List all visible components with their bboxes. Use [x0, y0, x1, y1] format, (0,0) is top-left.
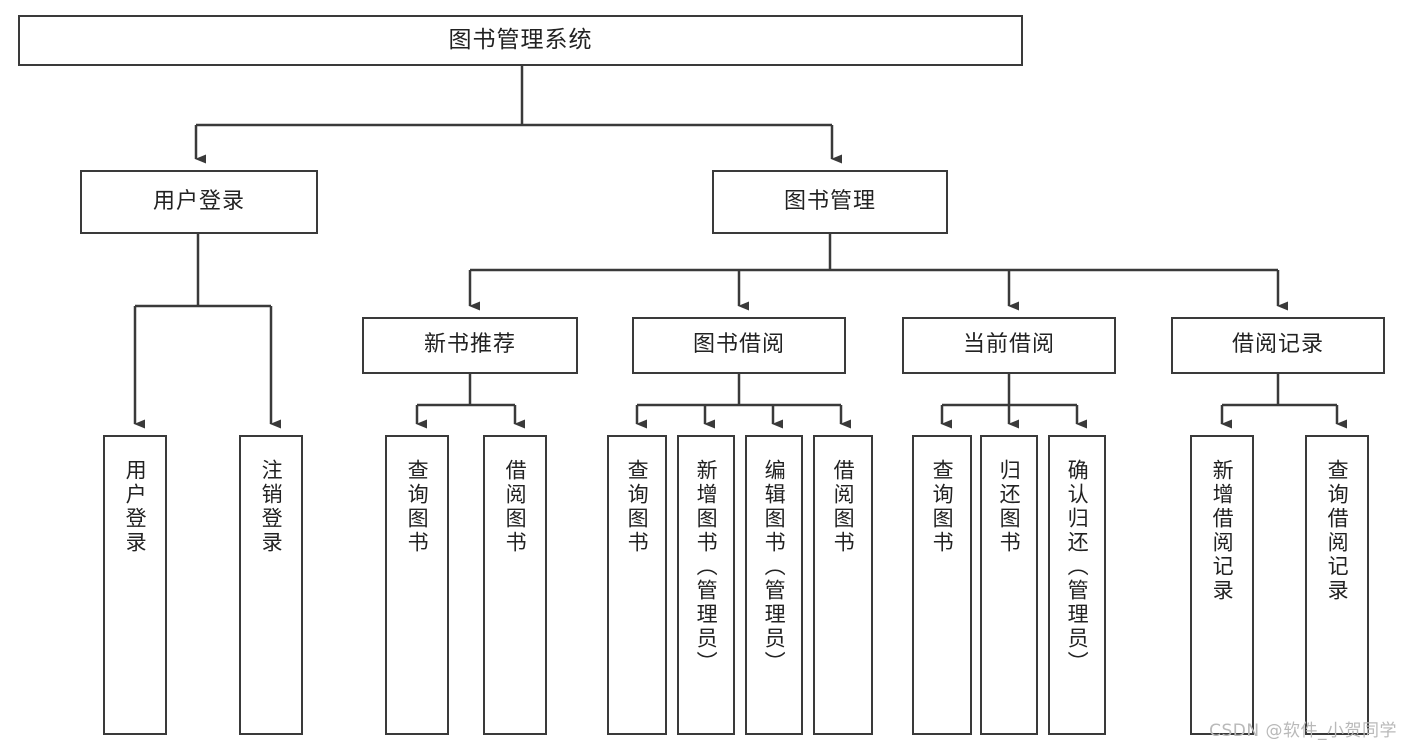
leaf-label: 查询图书: [930, 459, 955, 555]
node-book-management[interactable]: 图书管理: [712, 170, 948, 234]
leaf-label: 借阅图书: [831, 459, 856, 555]
leaf-label: 查询借阅记录: [1325, 459, 1350, 603]
leaf-logout[interactable]: 注销登录: [239, 435, 303, 735]
node-borrow-record[interactable]: 借阅记录: [1171, 317, 1385, 374]
leaf-query-book-borrow[interactable]: 查询图书: [607, 435, 667, 735]
leaf-add-book-admin[interactable]: 新增图书（管理员）: [677, 435, 735, 735]
node-root-book-management-system[interactable]: 图书管理系统: [18, 15, 1023, 66]
node-current-borrow[interactable]: 当前借阅: [902, 317, 1116, 374]
node-new-book-recommend[interactable]: 新书推荐: [362, 317, 578, 374]
leaf-edit-book-admin[interactable]: 编辑图书（管理员）: [745, 435, 803, 735]
leaf-label: 新增图书（管理员）: [694, 459, 719, 675]
leaf-user-login[interactable]: 用户登录: [103, 435, 167, 735]
node-label: 图书管理系统: [448, 26, 593, 53]
node-label: 图书管理: [783, 188, 876, 214]
leaf-query-book-recommend[interactable]: 查询图书: [385, 435, 449, 735]
node-label: 借阅记录: [1231, 332, 1324, 358]
leaf-label: 借阅图书: [503, 459, 528, 555]
leaf-borrow-book[interactable]: 借阅图书: [813, 435, 873, 735]
node-label: 新书推荐: [423, 332, 516, 358]
leaf-label: 确认归还（管理员）: [1065, 459, 1090, 675]
leaf-query-book-current[interactable]: 查询图书: [912, 435, 972, 735]
node-label: 图书借阅: [692, 332, 785, 358]
leaf-borrow-book-recommend[interactable]: 借阅图书: [483, 435, 547, 735]
leaf-return-book[interactable]: 归还图书: [980, 435, 1038, 735]
leaf-label: 注销登录: [259, 459, 284, 555]
node-label: 用户登录: [152, 188, 245, 214]
leaf-label: 用户登录: [123, 459, 148, 555]
csdn-watermark: CSDN @软件_小贺同学: [1209, 721, 1397, 741]
leaf-label: 归还图书: [997, 459, 1022, 555]
node-user-login[interactable]: 用户登录: [80, 170, 318, 234]
leaf-label: 新增借阅记录: [1210, 459, 1235, 603]
leaf-add-borrow-record[interactable]: 新增借阅记录: [1190, 435, 1254, 735]
leaf-query-borrow-record[interactable]: 查询借阅记录: [1305, 435, 1369, 735]
node-label: 当前借阅: [962, 332, 1055, 358]
leaf-label: 编辑图书（管理员）: [762, 459, 787, 675]
leaf-label: 查询图书: [625, 459, 650, 555]
leaf-confirm-return-admin[interactable]: 确认归还（管理员）: [1048, 435, 1106, 735]
node-book-borrow[interactable]: 图书借阅: [632, 317, 846, 374]
leaf-label: 查询图书: [405, 459, 430, 555]
